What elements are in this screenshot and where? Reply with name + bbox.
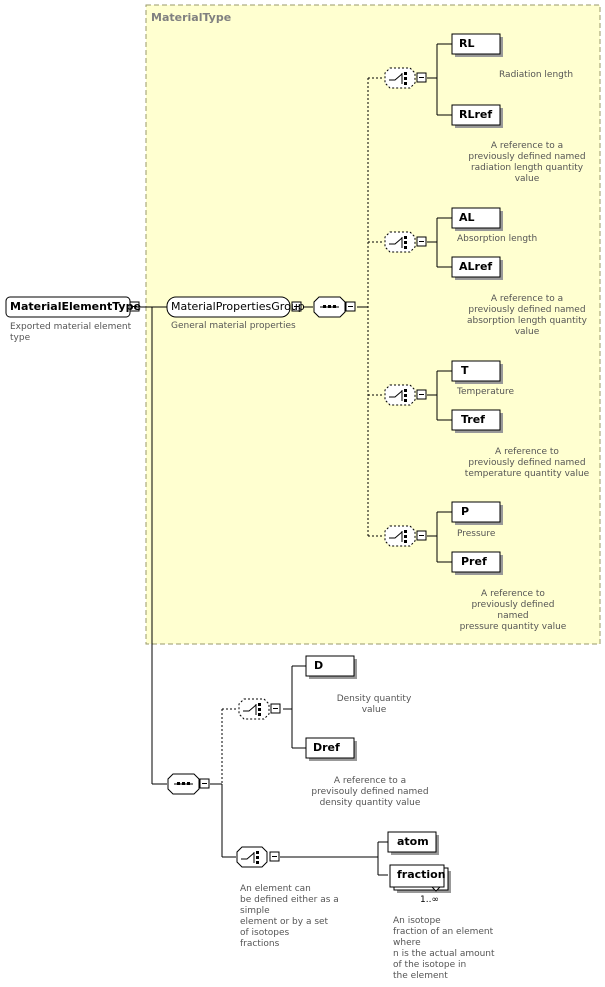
element-links [427,43,452,563]
lower-sequence-compositor-icon[interactable] [167,773,200,795]
element-doc-p: Pressure [457,529,496,539]
lower-sequence-collapse-toggle[interactable] [199,778,210,789]
choice-compositor-icon-3[interactable] [384,384,416,406]
element-name-tref[interactable]: Tref [461,413,485,426]
density-choice-collapse-toggle[interactable] [270,703,281,714]
composition-choice-collapse-toggle[interactable] [269,851,280,862]
group-collapse-toggle[interactable] [291,301,302,312]
element-name-fraction[interactable]: fraction [397,868,446,881]
complex-type-title: MaterialType [151,11,232,24]
element-name-al[interactable]: AL [459,211,475,224]
lower-element-boxes[interactable] [305,655,451,893]
element-doc-dref: A reference to a previsouly defined name… [311,776,429,808]
element-name-rl[interactable]: RL [459,37,475,50]
lower-links [151,307,388,876]
choice-compositor-icon-4[interactable] [384,525,416,547]
element-doc-rlref: A reference to a previously defined name… [468,141,586,184]
element-doc-alref: A reference to a previously defined name… [466,294,587,337]
choice-collapse-toggle-3[interactable] [416,389,427,400]
element-name-rlref[interactable]: RLref [459,108,493,121]
element-name-atom[interactable]: atom [397,835,429,848]
element-doc-t: Temperature [457,387,515,397]
element-name-p[interactable]: P [461,505,470,518]
element-name-d[interactable]: D [314,659,324,672]
sequence-compositor-icon[interactable] [313,296,346,318]
density-choice-icon[interactable] [238,698,270,720]
lower-dashed-links [221,708,238,784]
sequence-collapse-toggle[interactable] [345,301,356,312]
element-boxes[interactable] [451,33,503,575]
root-element-doc: Exported material element type [10,322,132,343]
element-name-dref[interactable]: Dref [313,741,340,754]
group-box[interactable] [166,296,291,318]
choice-links [367,77,384,537]
element-name-pref[interactable]: Pref [461,555,487,568]
choice-compositor-icon-1[interactable] [384,67,416,89]
element-doc-al: Absorption length [457,234,538,244]
group-name[interactable]: MaterialPropertiesGroup [171,300,305,313]
choice-compositor-icon-2[interactable] [384,231,416,253]
fraction-occurrence: 1..∞ [420,895,439,905]
choice-collapse-toggle-1[interactable] [416,72,427,83]
element-name-t[interactable]: T [461,364,469,377]
element-name-alref[interactable]: ALref [459,260,493,273]
element-doc-pref: A reference to previously defined named … [459,589,567,632]
group-doc: General material properties [171,321,296,331]
choice-collapse-toggle-2[interactable] [416,236,427,247]
element-doc-fraction: An isotope fraction of an element where … [393,916,495,981]
element-doc-d: Density quantity value [336,694,412,715]
element-doc-tref: A reference to previously defined named … [464,447,590,479]
composition-choice-icon[interactable] [236,846,268,868]
root-collapse-toggle[interactable] [129,301,140,312]
composition-choice-doc: An element can be defined either as a si… [240,884,339,949]
element-doc-rl: Radiation length [499,70,574,80]
root-element-name[interactable]: MaterialElementType [10,300,141,313]
material-type-panel [145,4,601,645]
choice-collapse-toggle-4[interactable] [416,530,427,541]
